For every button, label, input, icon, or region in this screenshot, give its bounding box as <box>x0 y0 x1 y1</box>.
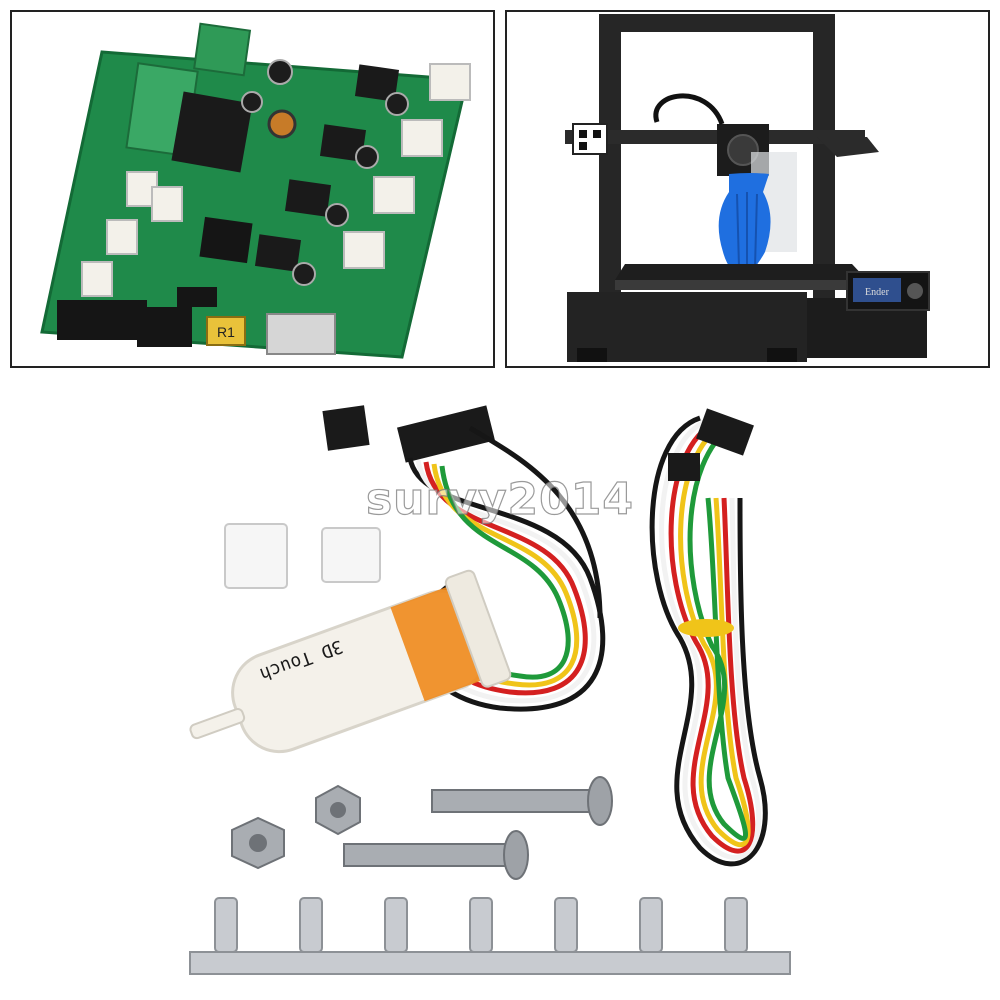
stepper-heatsink-1 <box>354 64 400 102</box>
capacitor <box>292 262 316 286</box>
capacitor <box>355 145 379 169</box>
jst-connector <box>151 186 183 222</box>
jst-connector <box>429 63 471 101</box>
crimp-terminal <box>639 897 663 953</box>
capacitor <box>385 92 409 116</box>
frame-top-beam <box>599 14 835 32</box>
crimp-terminal <box>554 897 578 953</box>
qr-sticker <box>572 123 608 155</box>
inductor <box>267 109 297 139</box>
printer-illustration: Ender <box>565 14 930 362</box>
sensor-kit-illustration: 3D Touch <box>189 405 791 975</box>
m3-screw <box>431 776 613 826</box>
mosfet-heatsink <box>171 91 253 173</box>
hotend-fan <box>727 134 759 166</box>
sd-card-slot <box>266 313 336 355</box>
crimp-terminal <box>469 897 493 953</box>
capacitor <box>267 59 293 85</box>
frame-right-upright <box>813 14 835 314</box>
usb-port <box>206 316 246 346</box>
capacitor <box>325 203 349 227</box>
printer-panel: Ender <box>505 10 990 368</box>
x-axis-beam <box>565 130 865 144</box>
crimp-carrier-strip <box>189 951 791 975</box>
sensor-probe-pin <box>189 708 246 740</box>
crimp-terminal <box>384 897 408 953</box>
m3-screw <box>343 830 529 880</box>
control-knob <box>907 283 923 299</box>
crimp-terminals <box>214 897 748 953</box>
capacitor <box>241 91 263 113</box>
mainboard-panel: R1 <box>10 10 495 368</box>
crimp-terminal <box>299 897 323 953</box>
jst-connector <box>106 219 138 255</box>
rubber-band <box>678 619 734 637</box>
bltouch-sensor <box>189 569 512 754</box>
printer-brand-label: Ender <box>865 287 890 298</box>
crimp-terminal <box>214 897 238 953</box>
print-bed <box>615 264 867 280</box>
lcd-header <box>137 307 192 347</box>
jst-connector <box>81 261 113 297</box>
jst-connector <box>343 231 385 269</box>
stepper-heatsink-3 <box>284 179 332 217</box>
exp-header <box>57 300 147 340</box>
dupont-connector-3pin <box>322 405 370 451</box>
long-cable-connector <box>696 408 754 456</box>
jst-housing-3pin <box>224 523 288 589</box>
driver-chip <box>177 287 217 307</box>
sensor-mount-flange <box>444 569 512 688</box>
power-terminal <box>193 22 252 77</box>
long-cable-bundle <box>649 415 768 867</box>
microcontroller-chip <box>199 216 253 264</box>
mainboard-illustration: R1 <box>40 22 471 359</box>
frame-left-upright <box>599 14 621 334</box>
hotend-cable <box>653 93 725 125</box>
printed-vase <box>718 173 771 274</box>
sensor-coil <box>390 586 482 702</box>
stepper-heatsink-2 <box>319 124 367 162</box>
stepper-heatsink-4 <box>254 234 302 272</box>
usb-label: R1 <box>217 324 235 340</box>
crimp-terminal <box>724 897 748 953</box>
jst-connector <box>373 176 415 214</box>
jst-connector <box>401 119 443 157</box>
long-cable-connector-2 <box>668 453 700 481</box>
jst-housing-2pin <box>321 527 381 583</box>
x-axis-end <box>817 137 879 157</box>
sensor-kit-area: 3D Touch <box>0 378 1000 1000</box>
dupont-connector-2pin <box>397 405 495 463</box>
